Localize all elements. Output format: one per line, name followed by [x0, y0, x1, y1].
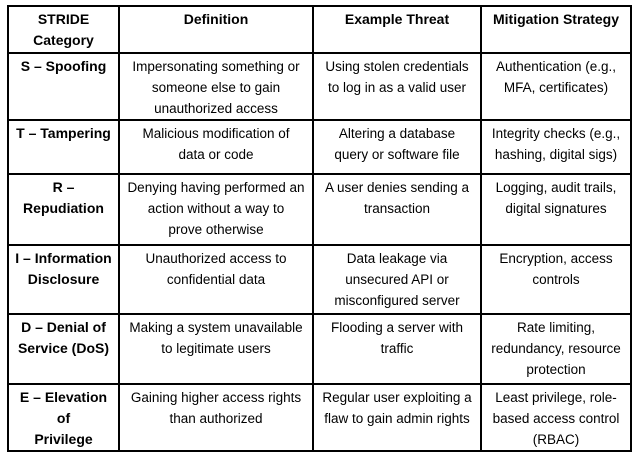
cell-definition: Making a system unavailable to legitimat… [118, 313, 314, 385]
column-header-definition: Definition [118, 5, 314, 54]
cell-category: E – Elevation of Privilege [7, 383, 120, 452]
table-row-tampering: T – Tampering Malicious modification of … [7, 119, 632, 175]
cell-mitigation: Logging, audit trails, digital signature… [480, 173, 632, 246]
cell-definition: Impersonating something or someone else … [118, 52, 314, 121]
cell-mitigation: Least privilege, role- based access cont… [480, 383, 632, 452]
cell-example-threat: Regular user exploiting a flaw to gain a… [312, 383, 482, 452]
table-header-row: STRIDE Category Definition Example Threa… [7, 5, 632, 54]
stride-table: STRIDE Category Definition Example Threa… [7, 5, 632, 452]
cell-definition: Denying having performed an action witho… [118, 173, 314, 246]
cell-category: R – Repudiation [7, 173, 120, 246]
cell-example-threat: Flooding a server with traffic [312, 313, 482, 385]
cell-mitigation: Authentication (e.g., MFA, certificates) [480, 52, 632, 121]
cell-category: T – Tampering [7, 119, 120, 175]
cell-mitigation: Encryption, access controls [480, 244, 632, 315]
cell-category: S – Spoofing [7, 52, 120, 121]
column-header-mitigation-strategy: Mitigation Strategy [480, 5, 632, 54]
cell-example-threat: A user denies sending a transaction [312, 173, 482, 246]
cell-example-threat: Data leakage via unsecured API or miscon… [312, 244, 482, 315]
column-header-stride-category: STRIDE Category [7, 5, 120, 54]
table-row-denial-of-service: D – Denial of Service (DoS) Making a sys… [7, 313, 632, 385]
cell-category: I – Information Disclosure [7, 244, 120, 315]
cell-definition: Malicious modification of data or code [118, 119, 314, 175]
cell-mitigation: Integrity checks (e.g., hashing, digital… [480, 119, 632, 175]
table-row-spoofing: S – Spoofing Impersonating something or … [7, 52, 632, 121]
column-header-example-threat: Example Threat [312, 5, 482, 54]
cell-example-threat: Altering a database query or software fi… [312, 119, 482, 175]
cell-mitigation: Rate limiting, redundancy, resource prot… [480, 313, 632, 385]
table-row-repudiation: R – Repudiation Denying having performed… [7, 173, 632, 246]
cell-category: D – Denial of Service (DoS) [7, 313, 120, 385]
cell-definition: Unauthorized access to confidential data [118, 244, 314, 315]
cell-definition: Gaining higher access rights than author… [118, 383, 314, 452]
table-row-information-disclosure: I – Information Disclosure Unauthorized … [7, 244, 632, 315]
cell-example-threat: Using stolen credentials to log in as a … [312, 52, 482, 121]
table-row-elevation-of-privilege: E – Elevation of Privilege Gaining highe… [7, 383, 632, 452]
